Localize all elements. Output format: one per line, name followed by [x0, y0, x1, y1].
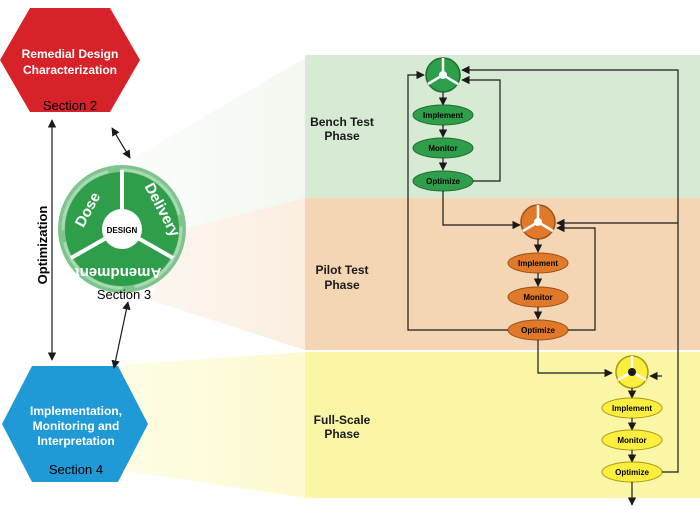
pilot-optimize-label: Optimize [521, 326, 555, 335]
bench-phase-title: Bench Test [310, 115, 374, 129]
section-2-label: Section 2 [43, 98, 97, 113]
bench-monitor-label: Monitor [428, 144, 457, 153]
pilot-phase-title: Pilot Test [315, 263, 368, 277]
full-phase-subtitle: Phase [324, 427, 360, 441]
design-center-label: DESIGN [107, 226, 138, 235]
characterization-title-line1: Remedial Design [22, 47, 119, 61]
bench-optimize-label: Optimize [426, 177, 460, 186]
bench-implement-label: Implement [423, 111, 463, 120]
pilot-loop: Implement Monitor Optimize [407, 70, 613, 378]
implementation-hexagon [2, 366, 148, 482]
section-4-label: Section 4 [49, 462, 103, 477]
bench-loop: Implement Monitor Optimize [412, 57, 521, 230]
characterization-hexagon [0, 8, 140, 112]
implementation-title-line1: Implementation, [30, 404, 122, 418]
pilot-phase-subtitle: Phase [324, 278, 360, 292]
section-3-label: Section 3 [97, 287, 151, 302]
full-implement-label: Implement [612, 404, 652, 413]
characterization-title-line2: Characterization [23, 63, 117, 77]
full-monitor-label: Monitor [617, 436, 646, 445]
bench-phase-box [305, 55, 700, 198]
full-loop: Implement Monitor Optimize [461, 65, 679, 506]
bench-phase-subtitle: Phase [324, 129, 360, 143]
pilot-monitor-label: Monitor [523, 293, 552, 302]
optimization-label: Optimization [35, 206, 50, 285]
amendment-segment-label: Amendment [75, 264, 162, 281]
design-wheel: DESIGN Dose Delivery Amendment [58, 165, 186, 293]
design-implementation-arrow [111, 301, 131, 369]
implementation-title-line3: Interpretation [37, 434, 114, 448]
implementation-title-line2: Monitoring and [33, 419, 120, 433]
characterization-design-arrow [111, 127, 131, 159]
full-optimize-label: Optimize [615, 468, 649, 477]
full-phase-title: Full-Scale [314, 413, 371, 427]
pilot-implement-label: Implement [518, 259, 558, 268]
